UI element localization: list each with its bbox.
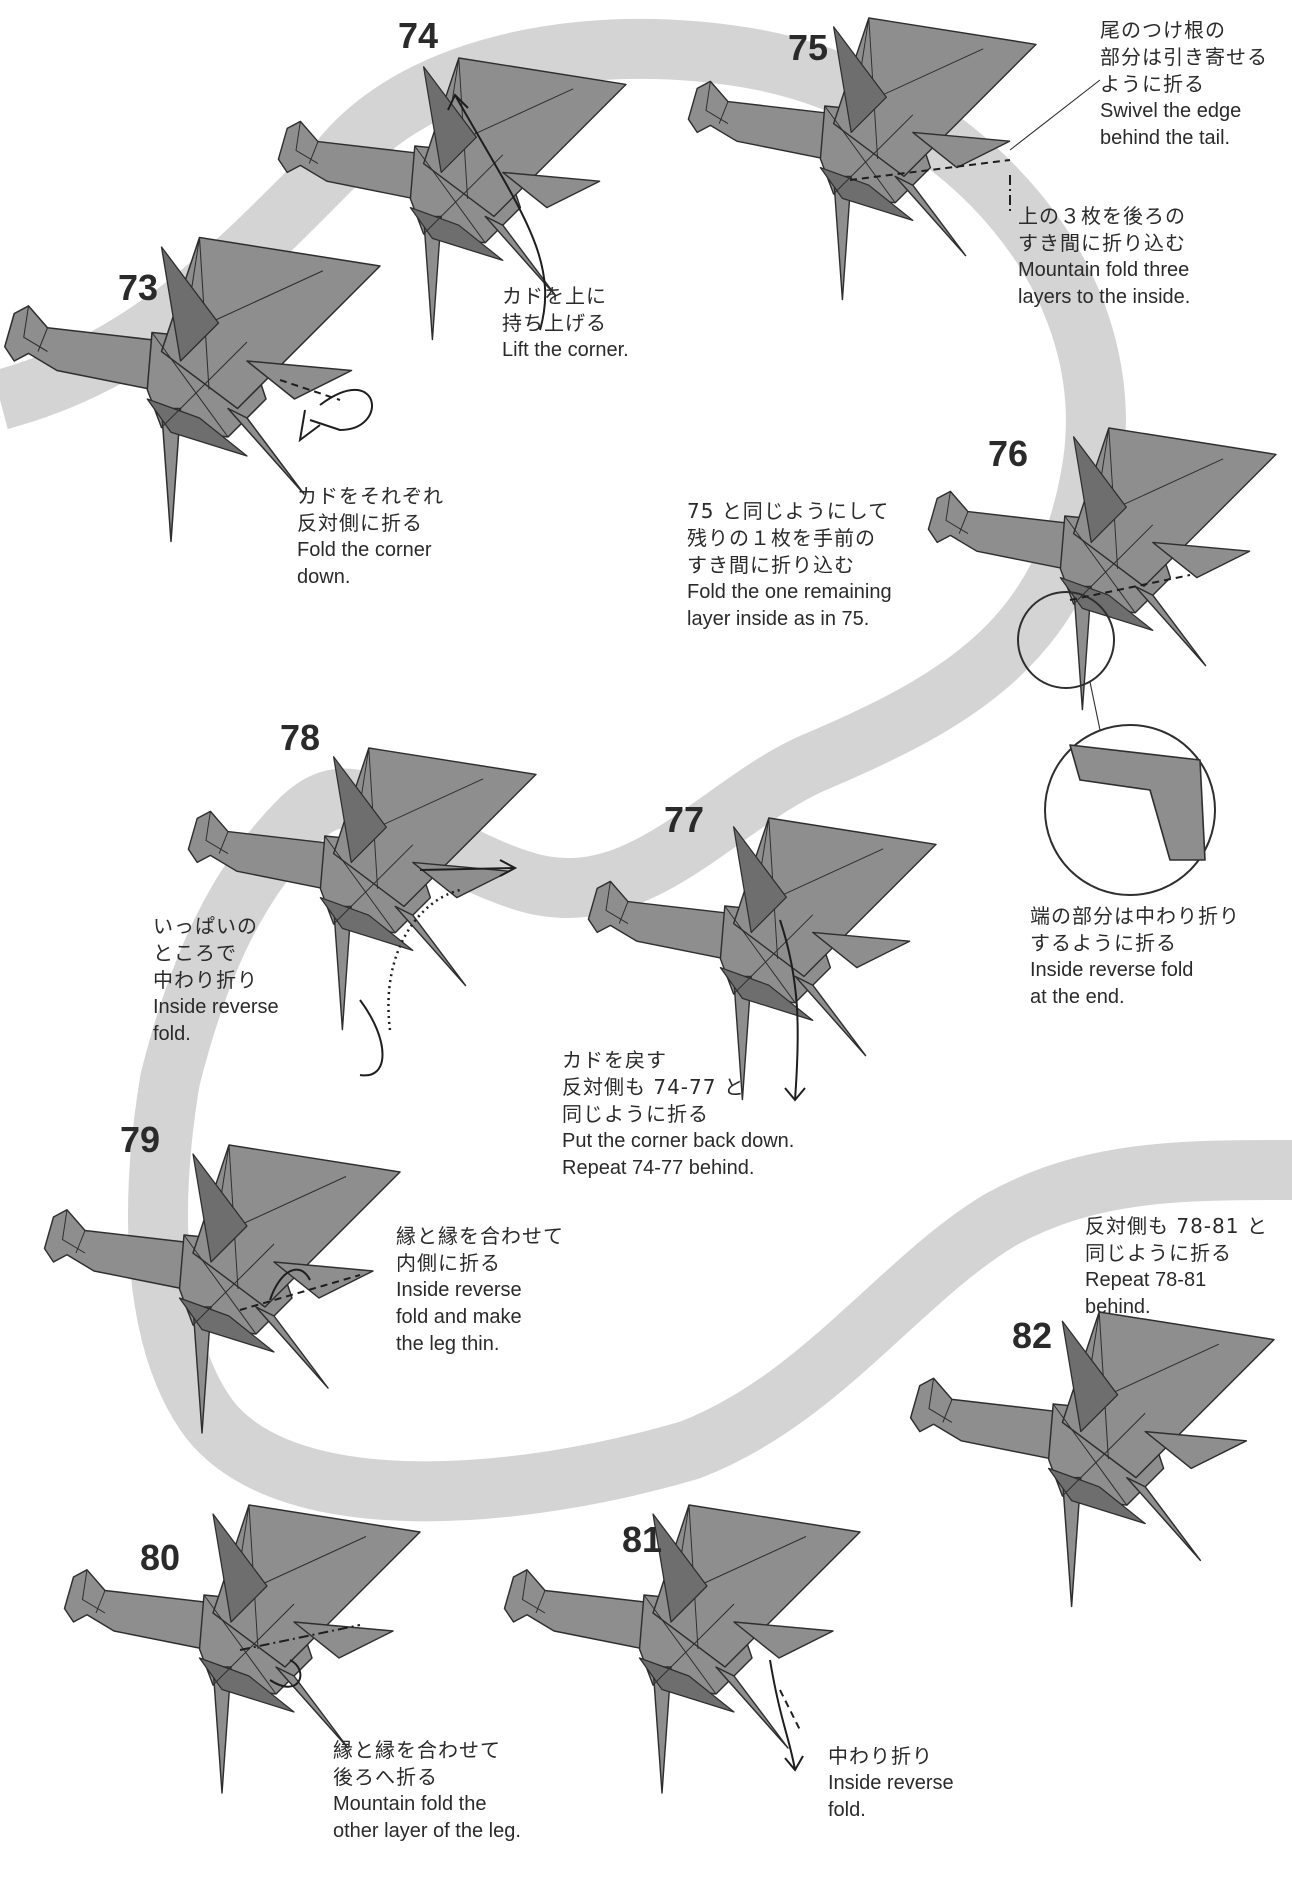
fold-arrow-80 bbox=[269, 1659, 302, 1688]
caption-jp: 同じように折る bbox=[562, 1102, 709, 1126]
caption-jp: 持ち上げる bbox=[502, 311, 607, 335]
caption-jp: 反対側も 74-77 と bbox=[562, 1075, 745, 1099]
caption-en: fold. bbox=[153, 1023, 191, 1045]
step-number-73: 73 bbox=[118, 267, 159, 308]
step-number-79: 79 bbox=[120, 1119, 161, 1160]
step-number-80: 80 bbox=[140, 1537, 181, 1578]
caption-step-76: 75 と同じようにして 残りの１枚を手前の すき間に折り込む Fold the … bbox=[687, 498, 892, 633]
step-number-74: 74 bbox=[398, 15, 439, 56]
caption-en: layers to the inside. bbox=[1018, 286, 1191, 308]
caption-en: Repeat 78-81 bbox=[1085, 1269, 1207, 1291]
caption-en: Repeat 74-77 behind. bbox=[562, 1157, 755, 1179]
caption-step-76-detail: 端の部分は中わり折り するように折る Inside reverse fold a… bbox=[1030, 903, 1240, 1011]
caption-step-75-layers: 上の３枚を後ろの すき間に折り込む Mountain fold three la… bbox=[1018, 203, 1190, 311]
valley-fold-line-81 bbox=[779, 1689, 801, 1731]
caption-jp: するように折る bbox=[1030, 931, 1177, 955]
caption-en: Fold the corner bbox=[297, 539, 432, 561]
caption-jp: すき間に折り込む bbox=[1018, 231, 1186, 255]
lift-arrow-74 bbox=[454, 94, 547, 331]
caption-jp: 同じように折る bbox=[1085, 1241, 1232, 1265]
caption-en: behind the tail. bbox=[1100, 127, 1231, 149]
arrow-head-81 bbox=[784, 1755, 804, 1772]
caption-jp: 後ろへ折る bbox=[333, 1765, 438, 1789]
caption-step-81: 中わり折り Inside reverse fold. bbox=[828, 1743, 954, 1824]
caption-jp: 内側に折る bbox=[396, 1251, 501, 1275]
caption-jp: いっぱいの bbox=[153, 914, 258, 938]
caption-step-77: カドを戻す 反対側も 74-77 と 同じように折る Put the corne… bbox=[562, 1047, 794, 1182]
caption-en: Fold the one remaining bbox=[687, 581, 892, 603]
caption-en: Mountain fold three bbox=[1018, 259, 1190, 281]
step-number-75: 75 bbox=[788, 27, 829, 68]
caption-step-80: 縁と縁を合わせて 後ろへ折る Mountain fold the other l… bbox=[333, 1737, 521, 1845]
caption-step-74: カドを上に 持ち上げる Lift the corner. bbox=[502, 283, 629, 364]
caption-jp: 尾のつけ根の bbox=[1100, 18, 1226, 42]
caption-en: Inside reverse fold bbox=[1030, 959, 1194, 981]
caption-en: fold. bbox=[828, 1799, 866, 1821]
caption-en: layer inside as in 75. bbox=[687, 608, 870, 630]
caption-jp: すき間に折り込む bbox=[687, 553, 855, 577]
caption-jp: ところで bbox=[153, 941, 237, 965]
caption-jp: 中わり折り bbox=[828, 1744, 933, 1768]
caption-en: Lift the corner. bbox=[502, 339, 629, 361]
caption-jp: カドを戻す bbox=[562, 1048, 667, 1072]
step-number-81: 81 bbox=[622, 1519, 663, 1560]
horse-step-81 bbox=[503, 1504, 861, 1794]
horse-step-82 bbox=[909, 1311, 1275, 1608]
return-arrow-77 bbox=[779, 919, 799, 1101]
caption-en: Inside reverse bbox=[153, 996, 279, 1018]
caption-jp: 部分は引き寄せる bbox=[1100, 45, 1268, 69]
caption-en: other layer of the leg. bbox=[333, 1820, 521, 1842]
caption-en: Put the corner back down. bbox=[562, 1130, 795, 1152]
caption-en: at the end. bbox=[1030, 986, 1125, 1008]
caption-en: down. bbox=[297, 566, 351, 588]
caption-jp: ように折る bbox=[1100, 72, 1205, 96]
caption-jp: カドをそれぞれ bbox=[297, 484, 444, 508]
caption-jp: 残りの１枚を手前の bbox=[687, 526, 876, 550]
caption-jp: 上の３枚を後ろの bbox=[1018, 204, 1186, 228]
caption-jp: 中わり折り bbox=[153, 968, 258, 992]
detail-folds-76 bbox=[1069, 744, 1206, 861]
caption-en: the leg thin. bbox=[396, 1333, 500, 1355]
caption-jp: カドを上に bbox=[502, 284, 607, 308]
caption-jp: 端の部分は中わり折り bbox=[1030, 904, 1240, 928]
arrow-head-74 bbox=[447, 93, 469, 111]
caption-step-75-tail: 尾のつけ根の 部分は引き寄せる ように折る Swivel the edge be… bbox=[1100, 17, 1268, 152]
caption-en: Inside reverse bbox=[828, 1772, 954, 1794]
detail-leader-76 bbox=[1089, 681, 1101, 731]
caption-jp: 反対側に折る bbox=[297, 511, 423, 535]
fold-arrow-79 bbox=[269, 1268, 311, 1301]
step-number-78: 78 bbox=[280, 717, 321, 758]
reverse-fold-arrow-78 bbox=[419, 867, 516, 871]
valley-fold-line-76 bbox=[1069, 574, 1191, 601]
caption-en: behind. bbox=[1085, 1296, 1151, 1318]
valley-fold-line-75 bbox=[849, 159, 1011, 181]
step-number-77: 77 bbox=[664, 799, 705, 840]
caption-en: Inside reverse bbox=[396, 1279, 522, 1301]
caption-jp: 縁と縁を合わせて bbox=[333, 1738, 501, 1762]
mountain-fold-line-80 bbox=[239, 1624, 361, 1651]
valley-fold-line-79 bbox=[239, 1274, 361, 1311]
caption-step-82: 反対側も 78-81 と 同じように折る Repeat 78-81 behind… bbox=[1085, 1213, 1268, 1321]
caption-step-78: いっぱいの ところで 中わり折り Inside reverse fold. bbox=[153, 913, 279, 1048]
detail-circle-76 bbox=[1017, 591, 1115, 689]
step-number-76: 76 bbox=[988, 433, 1029, 474]
caption-en: fold and make bbox=[396, 1306, 522, 1328]
caption-jp: 75 と同じようにして bbox=[687, 499, 890, 523]
caption-en: Swivel the edge bbox=[1100, 100, 1242, 122]
loop-arrow-78 bbox=[359, 999, 384, 1077]
arrow-head-73 bbox=[298, 409, 321, 443]
caption-jp: 反対側も 78-81 と bbox=[1085, 1214, 1268, 1238]
caption-step-73: カドをそれぞれ 反対側に折る Fold the corner down. bbox=[297, 483, 444, 591]
arrow-head-78 bbox=[499, 859, 518, 877]
arrow-head-77 bbox=[784, 1087, 806, 1102]
step-number-82: 82 bbox=[1012, 1315, 1053, 1356]
reverse-fold-arrow-81 bbox=[769, 1659, 796, 1771]
caption-step-79: 縁と縁を合わせて 内側に折る Inside reverse fold and m… bbox=[396, 1223, 564, 1358]
leader-line-75 bbox=[1009, 79, 1101, 151]
caption-en: Mountain fold the bbox=[333, 1793, 487, 1815]
fold-arrow-73 bbox=[309, 389, 374, 432]
valley-fold-line-73 bbox=[279, 379, 341, 401]
caption-jp: 縁と縁を合わせて bbox=[396, 1224, 564, 1248]
